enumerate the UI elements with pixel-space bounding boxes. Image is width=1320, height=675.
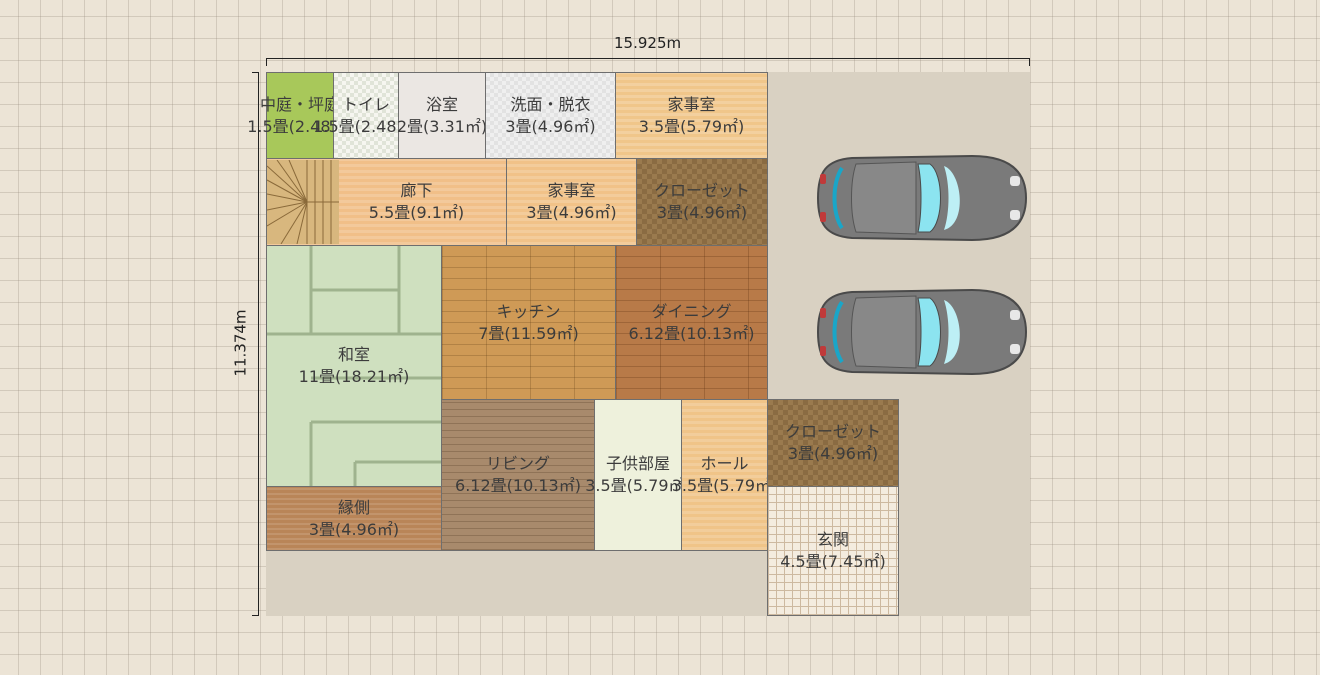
room-name: 玄関	[816, 530, 849, 549]
room-area: 3畳(4.96㎡)	[505, 116, 596, 136]
room-area: 1.5畳(2.48㎡)	[247, 116, 353, 136]
room-area: 3畳(4.96㎡)	[526, 203, 617, 222]
width-dimension-line	[266, 58, 1030, 59]
room-closet-1[interactable]: クローゼット 3畳(4.96㎡)	[636, 158, 768, 246]
room-area: 3畳(4.96㎡)	[787, 444, 879, 463]
height-dimension-line	[258, 72, 259, 616]
room-area: 3畳(4.96㎡)	[656, 203, 748, 222]
room-area: 2畳(3.31㎡)	[396, 116, 488, 136]
room-hall[interactable]: ホール 3.5畳(5.79㎡)	[672, 399, 777, 551]
room-name: トイレ	[341, 94, 390, 114]
room-kitchen[interactable]: キッチン 7畳(11.59㎡)	[441, 245, 616, 400]
width-dimension-tick-right	[1029, 58, 1030, 66]
room-area: 6.12畳(10.13㎡)	[628, 323, 755, 343]
room-name: クローゼット	[653, 181, 750, 200]
height-dimension-label: 11.374m	[231, 309, 250, 377]
room-living[interactable]: リビング 6.12畳(10.13㎡)	[441, 399, 595, 551]
room-closet-2[interactable]: クローゼット 3畳(4.96㎡)	[767, 399, 899, 487]
room-name: 家事室	[547, 181, 596, 200]
room-area: 5.5畳(9.1㎡)	[368, 203, 465, 222]
room-utility-1[interactable]: 家事室 3.5畳(5.79㎡)	[615, 72, 768, 159]
width-dimension-label: 15.925m	[614, 34, 682, 52]
room-name: 子供部屋	[605, 454, 670, 473]
room-area: 4.5畳(7.45㎡)	[780, 552, 886, 571]
room-name: 和室	[337, 345, 370, 364]
room-dining[interactable]: ダイニング 6.12畳(10.13㎡)	[615, 245, 768, 400]
room-kids[interactable]: 子供部屋 3.5畳(5.79㎡)	[585, 399, 691, 551]
room-name: 廊下	[400, 181, 433, 200]
room-area: 11畳(18.21㎡)	[298, 367, 410, 386]
height-dimension-tick-bottom	[252, 615, 259, 616]
room-area: 3.5畳(5.79㎡)	[671, 476, 778, 495]
room-area: 3畳(4.96㎡)	[308, 519, 400, 539]
room-name: 中庭・坪庭	[260, 94, 341, 114]
room-area: 6.12畳(10.13㎡)	[455, 476, 581, 495]
height-dimension-tick-top	[252, 72, 259, 73]
room-name: ダイニング	[651, 301, 732, 321]
room-area: 3.5畳(5.79㎡)	[638, 116, 745, 136]
room-utility-2[interactable]: 家事室 3畳(4.96㎡)	[506, 158, 637, 246]
room-veranda[interactable]: 縁側 3畳(4.96㎡)	[266, 486, 442, 551]
room-name: ホール	[700, 454, 749, 473]
width-dimension-tick-left	[266, 58, 267, 66]
room-toilet[interactable]: トイレ 1.5畳(2.48㎡)	[313, 72, 419, 159]
room-name: 洗面・脱衣	[510, 94, 591, 114]
room-area: 1.5畳(2.48㎡)	[313, 116, 419, 136]
tatami-pattern	[267, 246, 441, 486]
room-japanese[interactable]: 和室 11畳(18.21㎡)	[266, 245, 442, 487]
stairs-icon	[266, 159, 339, 245]
room-name: 縁側	[337, 497, 370, 517]
room-name: 家事室	[667, 94, 716, 114]
room-bathroom[interactable]: 浴室 2畳(3.31㎡)	[396, 72, 488, 159]
room-name: キッチン	[496, 301, 561, 321]
car-icon[interactable]	[812, 152, 1030, 248]
room-name: クローゼット	[784, 422, 881, 441]
room-washroom[interactable]: 洗面・脱衣 3畳(4.96㎡)	[485, 72, 616, 159]
room-name: 浴室	[425, 94, 458, 114]
room-area: 7畳(11.59㎡)	[478, 323, 579, 343]
room-area: 3.5畳(5.79㎡)	[585, 476, 691, 495]
room-courtyard[interactable]: 中庭・坪庭 1.5畳(2.48㎡)	[247, 72, 353, 159]
room-entrance[interactable]: 玄関 4.5畳(7.45㎡)	[767, 486, 899, 616]
car-icon[interactable]	[812, 286, 1030, 382]
room-name: リビング	[485, 454, 550, 473]
